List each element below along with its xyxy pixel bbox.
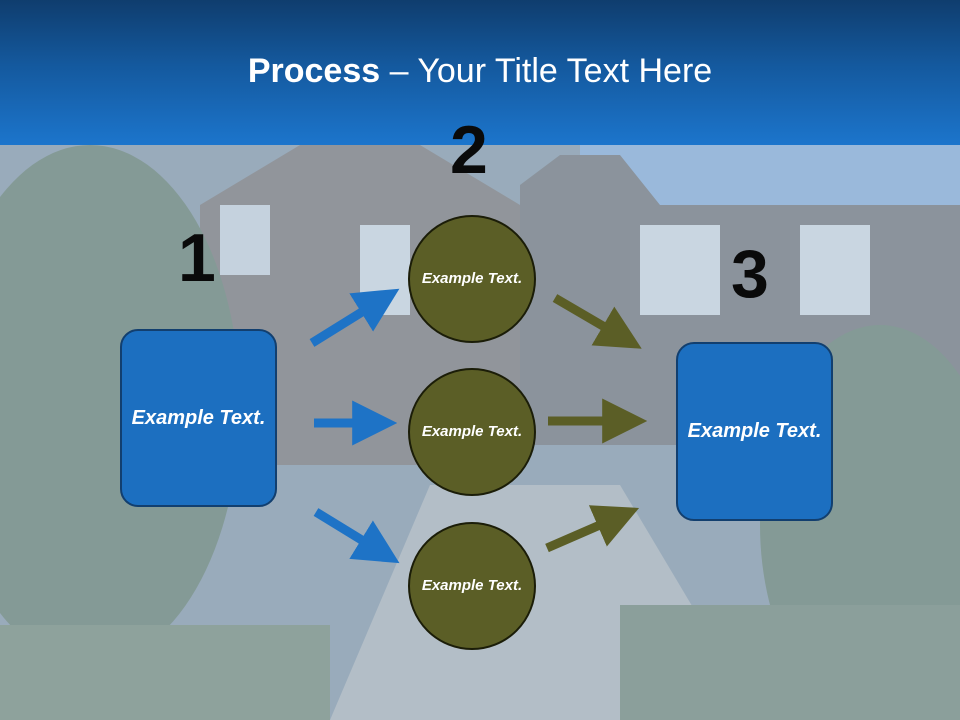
left-process-box[interactable]: Example Text. — [120, 329, 277, 507]
middle-circle[interactable]: Example Text. — [408, 368, 536, 496]
slide-title: Process – Your Title Text Here — [0, 52, 960, 91]
left-process-box-text: Example Text. — [131, 406, 266, 429]
step-number-2: 2 — [450, 112, 488, 188]
bottom-circle-text: Example Text. — [421, 576, 523, 594]
step-number-3: 3 — [731, 236, 769, 312]
step-number-1: 1 — [178, 220, 216, 296]
title-bold: Process — [247, 52, 381, 90]
right-process-box-text: Example Text. — [687, 420, 822, 442]
arrow-top-circle-to-box — [552, 294, 642, 349]
right-process-box[interactable]: Example Text. — [676, 342, 833, 521]
middle-circle-text: Example Text. — [421, 422, 523, 440]
title-rest: – Your Title Text Here — [380, 52, 713, 90]
title-banner — [0, 0, 960, 145]
arrow-box-to-bottom-circle — [313, 508, 400, 564]
arrow-bottom-circle-to-box — [545, 505, 640, 553]
top-circle-text: Example Text. — [421, 269, 523, 287]
arrow-box-to-top-circle — [309, 288, 400, 347]
bottom-circle[interactable]: Example Text. — [408, 522, 536, 650]
top-circle[interactable]: Example Text. — [408, 215, 536, 343]
